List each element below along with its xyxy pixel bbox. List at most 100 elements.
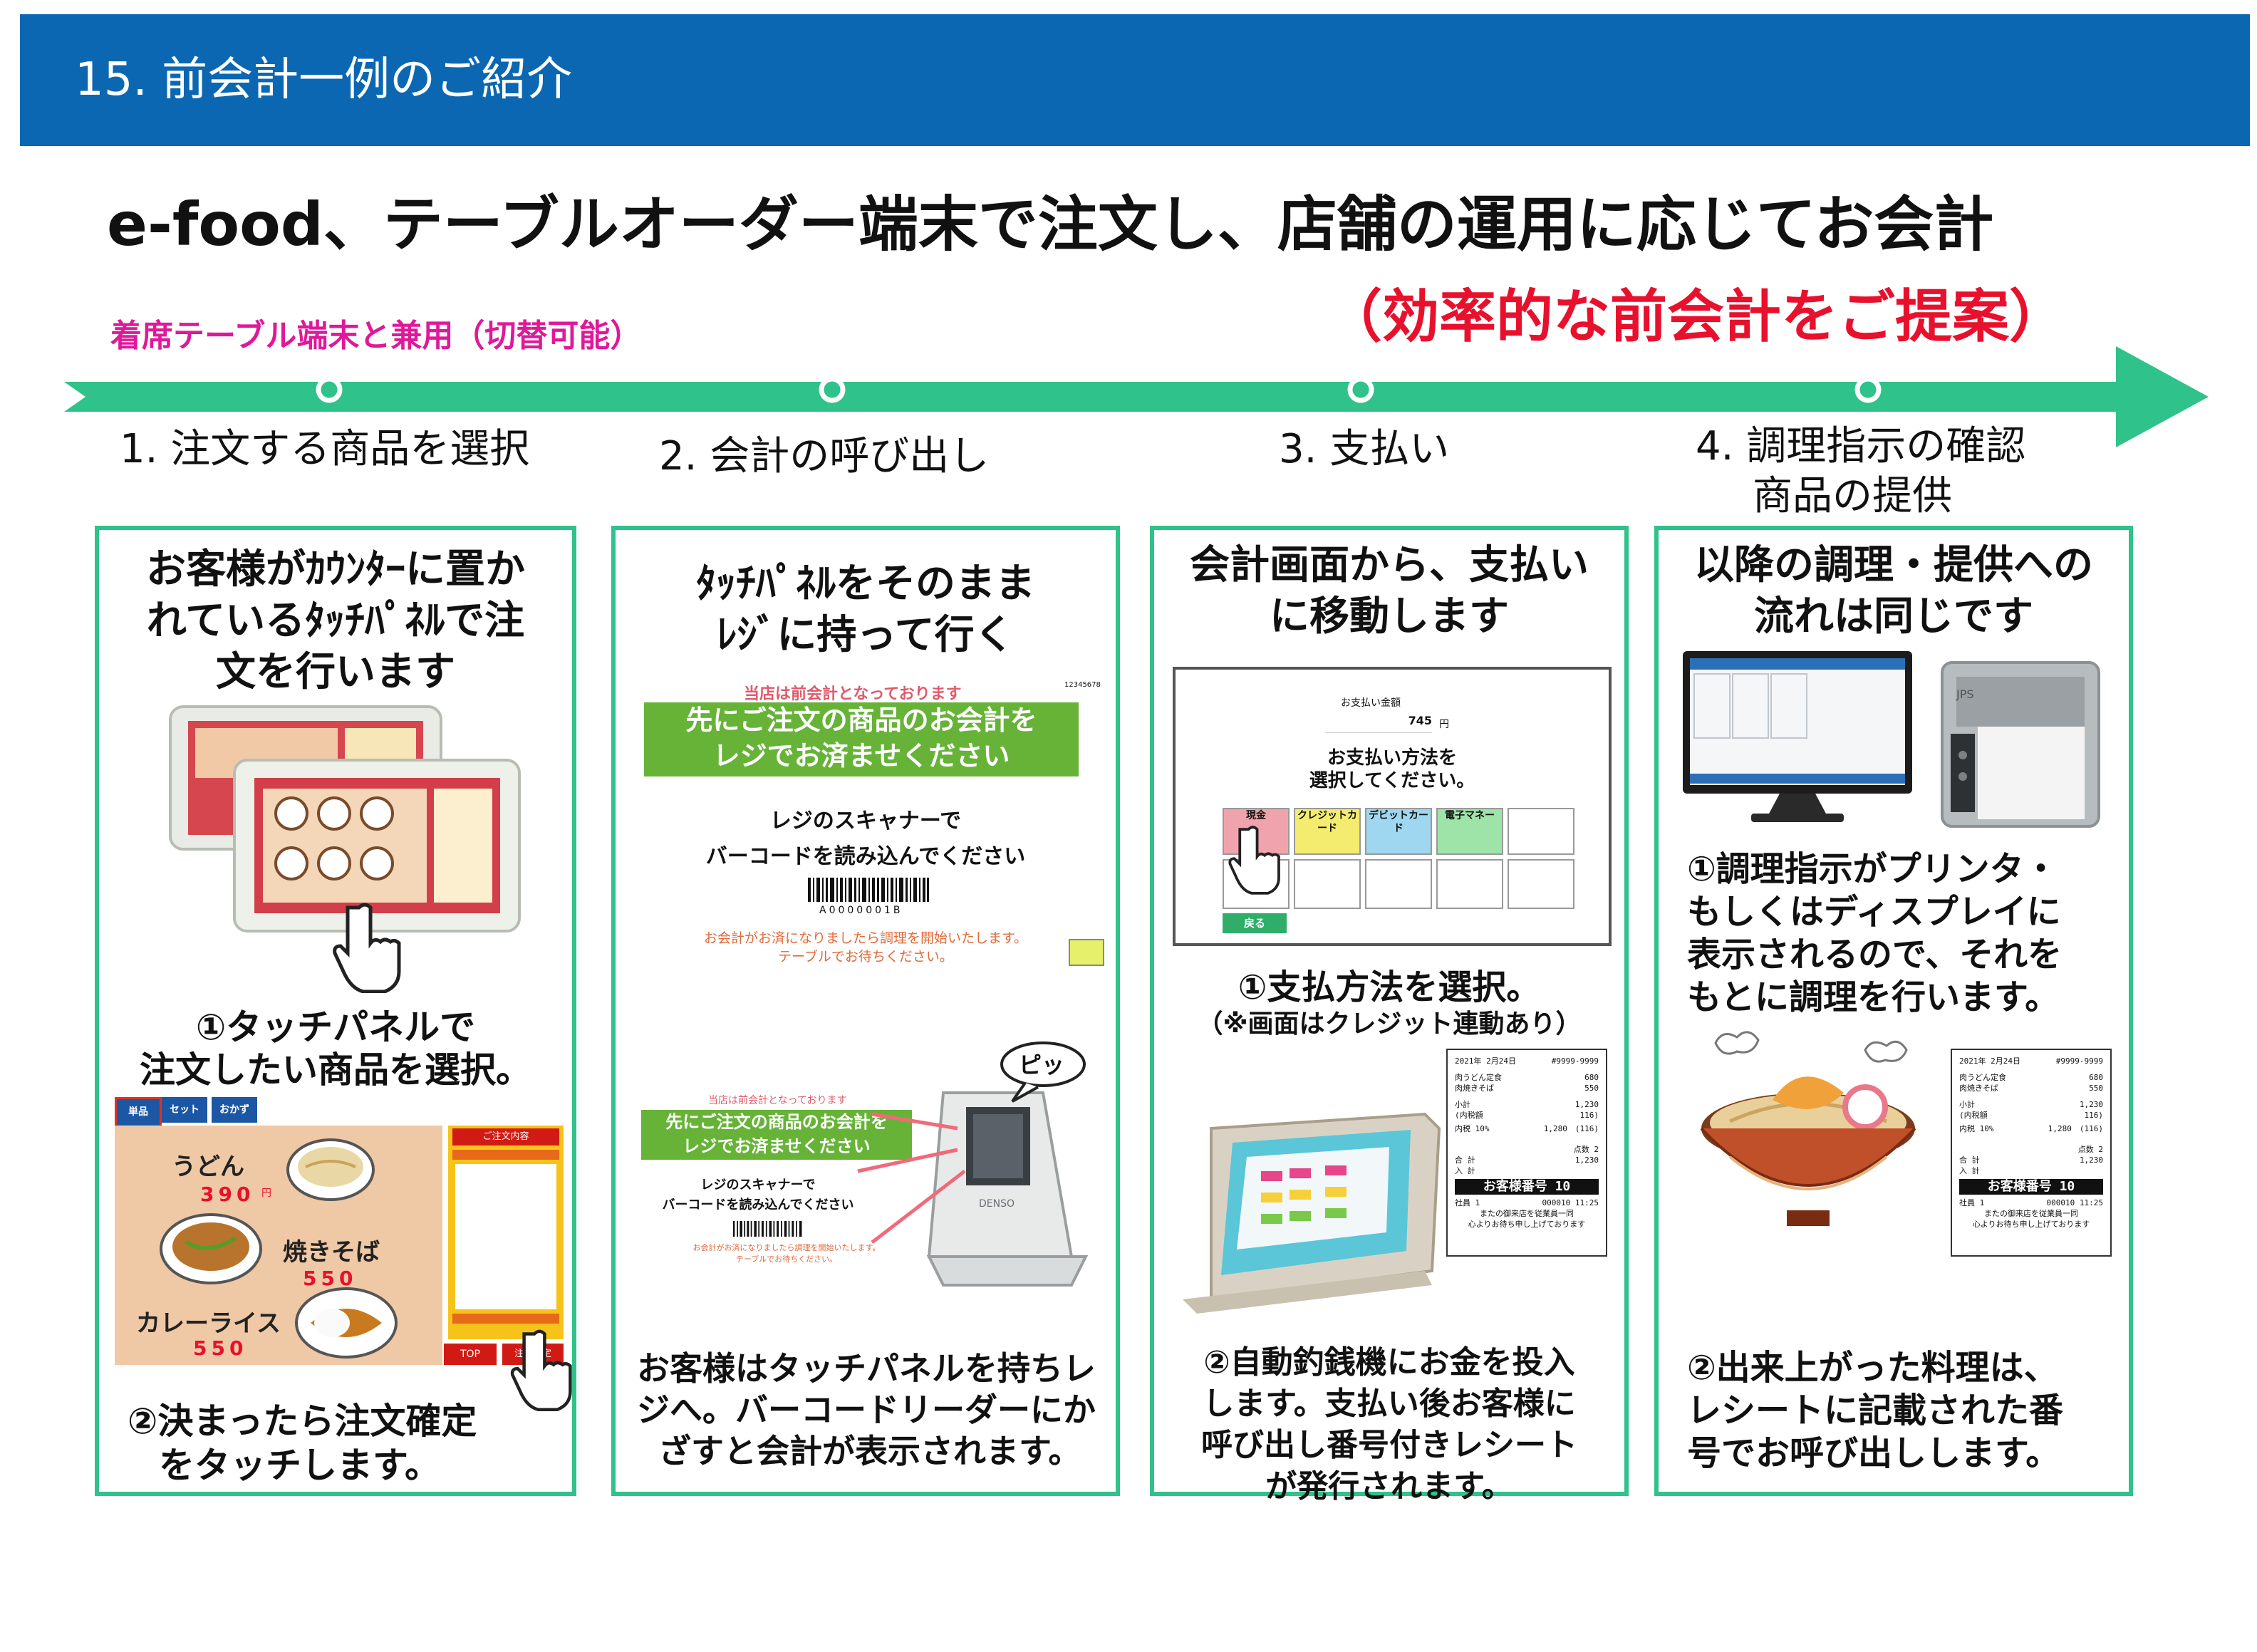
checkout-banner-small-line-2: レジでお済ませください xyxy=(683,1136,871,1156)
receipt3-item-2-name: 肉焼きそば xyxy=(1455,1084,1494,1093)
order-scroll-up[interactable] xyxy=(452,1150,559,1160)
checkout-small-text-2: お会計がお済になりましたら調理を開始いたします。 テーブルでお待ちください。 xyxy=(644,1242,929,1265)
checkout-notice-small: 当店は前会計となっております xyxy=(708,1095,847,1106)
card4-caption-2-line-2: レシートに記載された番 xyxy=(1687,1391,2064,1430)
receipt3-date: 2021年 2月24日 xyxy=(1455,1056,1516,1066)
menu-tab-single[interactable]: 単品 xyxy=(115,1097,162,1127)
receipt4-date: 2021年 2月24日 xyxy=(1959,1056,2020,1066)
pay-debit-card-button[interactable]: デビットカード xyxy=(1365,808,1432,855)
barcode-icon xyxy=(808,878,929,902)
yakisoba-plate-icon[interactable] xyxy=(157,1210,264,1288)
hand-pointer-icon-3 xyxy=(1228,826,1280,895)
card2-caption-line-2: ジへ。バーコードリーダーにか xyxy=(637,1391,1096,1429)
menu-top-button[interactable]: TOP xyxy=(444,1344,497,1365)
pip-sound-label: ピッ xyxy=(1019,1051,1064,1079)
menu-item-yakisoba-name[interactable]: 焼きそば xyxy=(283,1238,380,1267)
menu-tab-set[interactable]: セット xyxy=(162,1097,207,1123)
receipt4-count: 2 xyxy=(2098,1145,2103,1154)
receipt3-subtotal: 1,230 xyxy=(1574,1100,1599,1109)
receipt4-footer-2: 心よりお待ち申し上げております xyxy=(1972,1220,2090,1229)
order-panel-header: ご注文内容 xyxy=(452,1128,559,1146)
card3-caption-2: ②自動釣銭機にお金を投入 します。支払い後お客様に 呼び出し番号付きレシート が… xyxy=(1154,1342,1624,1507)
receipt4-taxin-label: (内税額 xyxy=(1959,1111,1988,1120)
hand-pointer-icon-2 xyxy=(510,1329,572,1411)
payment-back-button[interactable]: 戻る xyxy=(1223,913,1287,933)
receipt4-tax-value: 1,280 (116) xyxy=(2048,1124,2103,1133)
card3-caption-2-line-1: ②自動釣銭機にお金を投入 xyxy=(1203,1344,1575,1381)
pay-empty-button-4 xyxy=(1365,859,1432,909)
pay-e-money-button[interactable]: 電子マネー xyxy=(1436,808,1503,855)
receipt3-footer-2: 心よりお待ち申し上げております xyxy=(1468,1220,1586,1229)
receipt4-subtotal: 1,230 xyxy=(2079,1100,2103,1109)
checkout-small-line-2: テーブルでお待ちください。 xyxy=(778,949,953,965)
receipt3-footer-1: またの御来店を従業員一同 xyxy=(1480,1209,1574,1218)
menu-item-udon-name[interactable]: うどん xyxy=(172,1153,244,1181)
order-scroll-down[interactable] xyxy=(452,1314,559,1324)
card1-heading: お客様がｶｳﾝﾀｰに置か れているﾀｯﾁﾊﾟﾈﾙで注 文を行います xyxy=(106,544,565,698)
checkout-small-2-line-1: お会計がお済になりましたら調理を開始いたします。 xyxy=(692,1243,881,1252)
checkout-scan-line-2: バーコードを読み込んでください xyxy=(705,844,1026,869)
shared-note: 着席テーブル端末と兼用（切替可能） xyxy=(110,318,642,354)
receipt4-staff: 社員 1 xyxy=(1959,1198,1985,1207)
order-panel: ご注文内容 xyxy=(448,1126,564,1339)
card1-caption-2-line-2: をタッチします。 xyxy=(159,1445,440,1486)
card4-caption-1-line-3: 表示されるので、それを xyxy=(1687,935,2063,975)
payment-amount-unit: 円 xyxy=(1439,719,1449,730)
udon-bowl-illustration xyxy=(1700,1031,1916,1226)
card4-heading-line-2: 流れは同じです xyxy=(1754,593,2033,640)
checkout-corner-id: 12345678 xyxy=(1064,681,1101,689)
card4-caption-2-line-1: ②出来上がった料理は、 xyxy=(1687,1348,2058,1388)
card4-heading: 以降の調理・提供への 流れは同じです xyxy=(1666,540,2122,643)
menu-item-curry-name[interactable]: カレーライス xyxy=(136,1309,281,1338)
order-list xyxy=(455,1164,556,1309)
payment-prompt: お支払い方法を 選択してください。 xyxy=(1176,747,1609,792)
checkout-scan-small-line-1: レジのスキャナーで xyxy=(700,1178,816,1193)
receipt3-tax-value: 1,280 (116) xyxy=(1543,1124,1599,1133)
curry-plate-icon[interactable] xyxy=(293,1284,400,1362)
card2-heading-line-1: ﾀｯﾁﾊﾟﾈﾙをそのまま xyxy=(696,561,1035,607)
card4-caption-2-line-3: 号でお呼び出しします。 xyxy=(1687,1433,2060,1473)
checkout-small-text: お会計がお済になりましたら調理を開始いたします。 テーブルでお待ちください。 xyxy=(630,929,1101,966)
timeline-dot-4 xyxy=(1854,376,1882,403)
receipt4-ref: 000010 11:25 xyxy=(2046,1198,2103,1207)
pay-credit-card-button[interactable]: クレジットカード xyxy=(1294,808,1361,855)
main-title: e-food、テーブルオーダー端末で注文し、店舗の運用に応じてお会計 xyxy=(107,189,1994,259)
tablet-illustration xyxy=(169,705,521,933)
card2-caption-line-3: ざすと会計が表示されます。 xyxy=(658,1432,1081,1470)
receipt4-deposit-label: 入 計 xyxy=(1959,1166,1980,1175)
timeline-dot-1 xyxy=(316,376,343,403)
card2-heading: ﾀｯﾁﾊﾟﾈﾙをそのまま ﾚｼﾞに持って行く xyxy=(623,559,1109,661)
receipt3-tax-label: 内税 10% xyxy=(1455,1124,1490,1133)
menu-tab-side[interactable]: おかず xyxy=(212,1097,257,1123)
step-4-label: 4. 調理指示の確認 xyxy=(1696,423,2026,469)
receipt3-subtotal-label: 小計 xyxy=(1455,1100,1470,1109)
barcode-icon-small xyxy=(733,1221,802,1237)
card3-caption-1: ①支払方法を選択。 xyxy=(1238,967,1541,1007)
receipt3-total: 1,230 xyxy=(1574,1155,1599,1165)
checkout-mini-button[interactable] xyxy=(1069,939,1104,966)
card2-caption: お客様はタッチパネルを持ちレ ジへ。バーコードリーダーにか ざすと会計が表示され… xyxy=(637,1348,1096,1472)
card4-caption-1-line-1: ①調理指示がプリンタ・ xyxy=(1687,849,2058,889)
card4-caption-2: ②出来上がった料理は、 レシートに記載された番 号でお呼び出しします。 xyxy=(1687,1346,2063,1475)
checkout-small-line-1: お会計がお済になりましたら調理を開始いたします。 xyxy=(703,930,1028,946)
card4-heading-line-1: 以降の調理・提供への xyxy=(1694,542,2093,588)
card4-caption-1: ①調理指示がプリンタ・ もしくはディスプレイに 表示されるので、それを もとに調… xyxy=(1687,848,2062,1019)
payment-prompt-line-1: お支払い方法を xyxy=(1327,747,1457,769)
kitchen-display-illustration xyxy=(1683,651,1912,822)
receipt3-item-1-price: 680 xyxy=(1584,1073,1599,1082)
pos-terminal-illustration xyxy=(1183,1112,1441,1314)
timeline-dot-3 xyxy=(1347,376,1374,403)
checkout-notice: 当店は前会計となっております xyxy=(744,685,962,703)
card3-caption-1-note: （※画面はクレジット連動あり） xyxy=(1197,1009,1582,1039)
card3-heading-line-1: 会計画面から、支払い xyxy=(1190,542,1589,588)
card2-heading-line-2: ﾚｼﾞに持って行く xyxy=(717,612,1015,658)
step-1-label: 1. 注文する商品を選択 xyxy=(120,426,530,472)
receipt4-subtotal-label: 小計 xyxy=(1959,1100,1975,1109)
card-order-select: お客様がｶｳﾝﾀｰに置か れているﾀｯﾁﾊﾟﾈﾙで注 文を行います ①タッチパネ… xyxy=(95,526,576,1496)
card4-caption-1-line-4: もとに調理を行います。 xyxy=(1687,977,2060,1017)
receipt4-call-number: お客様番号 10 xyxy=(1959,1179,2103,1195)
step-4-label-2: 商品の提供 xyxy=(1753,473,1952,519)
udon-bowl-icon[interactable] xyxy=(284,1134,377,1205)
checkout-banner-line-2: レジでお済ませください xyxy=(712,740,1010,772)
receipt3-taxin-label: (内税額 xyxy=(1455,1111,1483,1120)
